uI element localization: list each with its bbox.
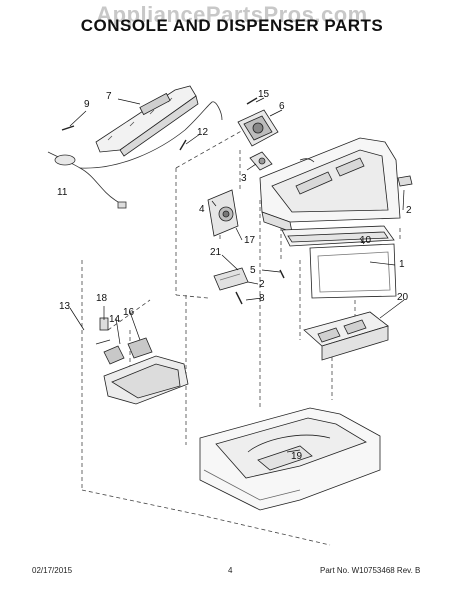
callout-15: 15: [258, 89, 270, 100]
callout-8: 8: [259, 293, 265, 304]
callout-20: 20: [397, 292, 409, 303]
callout-12: 12: [197, 127, 209, 138]
actuator: [207, 189, 239, 237]
latch: [213, 267, 249, 291]
callout-18: 18: [96, 293, 108, 304]
callout-17: 17: [244, 235, 256, 246]
callout-2-right: 2: [406, 205, 412, 216]
page-title: CONSOLE AND DISPENSER PARTS: [80, 16, 384, 35]
wire-harness: [47, 101, 223, 209]
screw: [235, 291, 243, 305]
callout-19: 19: [291, 451, 303, 462]
callout-21: 21: [210, 247, 222, 258]
screw: [279, 269, 285, 279]
console-bracket: [95, 85, 199, 157]
clip: [397, 175, 413, 187]
footer-part-number: Part No. W10753468 Rev. B: [320, 566, 421, 575]
callout-7: 7: [106, 91, 112, 102]
dispenser-mechanism: [95, 317, 189, 405]
front-panel: [309, 243, 397, 299]
callout-10: 10: [360, 235, 372, 246]
knob: [249, 151, 273, 171]
callout-5: 5: [250, 265, 256, 276]
callout-1: 1: [399, 259, 405, 270]
callout-16: 16: [123, 307, 135, 318]
callout-2-lower: 2: [259, 279, 265, 290]
callout-14: 14: [109, 314, 121, 325]
screw: [179, 139, 187, 151]
control-board: [237, 109, 279, 147]
callout-4: 4: [199, 204, 205, 215]
callout-3: 3: [241, 173, 247, 184]
footer-date: 02/17/2015: [32, 566, 73, 575]
screw: [61, 125, 75, 131]
base-frame: [199, 407, 381, 511]
footer-page-number: 4: [228, 566, 233, 575]
dispenser-drawer: [303, 311, 389, 361]
display-lens: [281, 225, 395, 247]
console-body: [259, 137, 401, 233]
callout-13: 13: [59, 301, 71, 312]
watermark: AppliancePartsPros.com: [96, 2, 368, 27]
callout-9: 9: [84, 99, 90, 110]
callout-6: 6: [279, 101, 285, 112]
callout-11: 11: [57, 187, 68, 198]
